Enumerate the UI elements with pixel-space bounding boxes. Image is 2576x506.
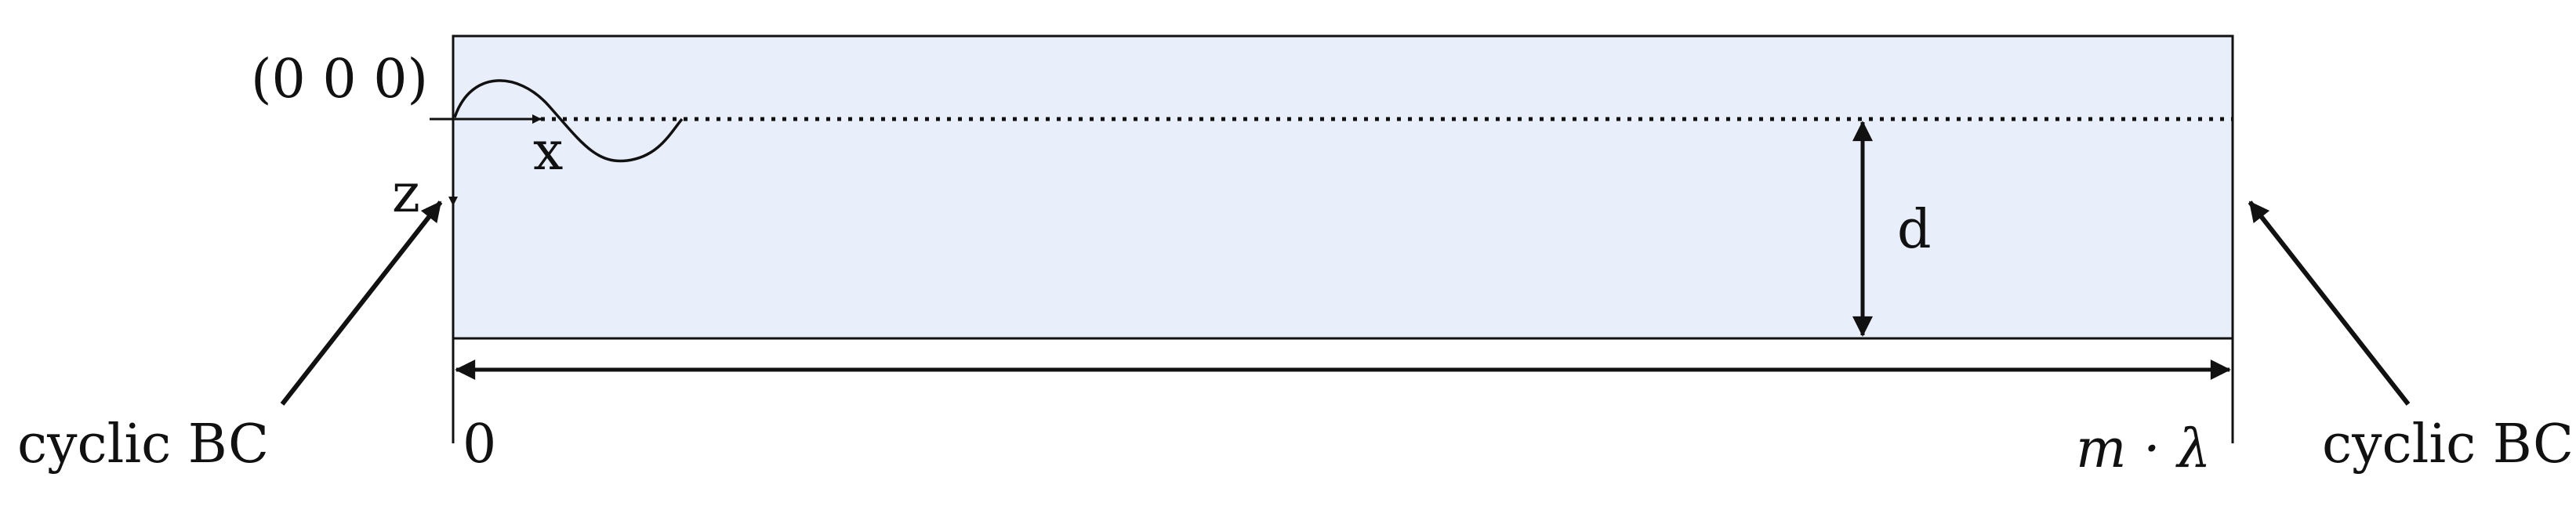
slab-region [452,34,2234,340]
thickness-label: d [1897,199,1932,261]
origin-label: (0 0 0) [251,49,428,110]
z-axis-label: z [392,163,420,225]
x-axis-label: x [533,121,563,183]
length-start-label: 0 [463,414,496,475]
right-boundary-label: cyclic BC [2322,414,2574,475]
wave-curve [453,79,684,163]
right-boundary-arrow [2248,201,2411,406]
left-boundary-label: cyclic BC [17,414,269,475]
left-boundary-arrow [280,201,443,406]
length-end-label: m · λ [2076,418,2211,480]
